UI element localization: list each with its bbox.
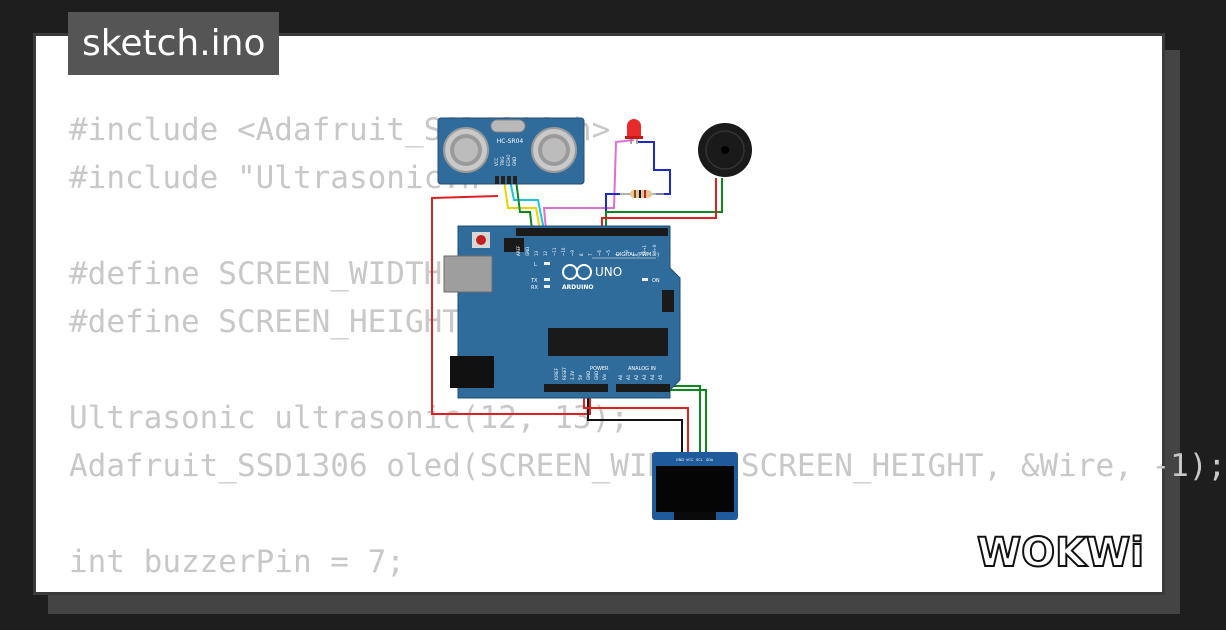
digital-header-label: DIGITAL (PWM ~) — [616, 252, 659, 258]
board-brand: ARDUINO — [562, 284, 593, 291]
svg-text:3.3V: 3.3V — [570, 371, 575, 380]
svg-text:A4: A4 — [650, 374, 655, 380]
circuit-diagram: HC-SR04 VCC TRIG ECHO GND — [431, 117, 752, 520]
on-led-label: ON — [652, 278, 660, 284]
wire-blue-led — [638, 141, 671, 195]
code-line: #define SCREEN_HEIGHT 64 — [69, 304, 517, 340]
digital-pin-labels: AREF GND 13 12 ~11 ~10 ~9 8 7 ~6 ~5 4 ~3… — [516, 244, 657, 257]
sensor-pin-label: GND — [512, 157, 517, 166]
resistor[interactable] — [620, 190, 664, 198]
wire-yellow-trig — [503, 179, 541, 231]
svg-text:SDA: SDA — [706, 458, 714, 462]
svg-text:RX←0: RX←0 — [652, 244, 657, 256]
tx-led-label: TX — [530, 278, 538, 284]
power-header-label: POWER — [590, 366, 609, 372]
wire-cyan-echo — [509, 179, 545, 231]
svg-text:AREF: AREF — [516, 245, 521, 256]
svg-text:4: 4 — [615, 253, 620, 256]
svg-text:~5: ~5 — [606, 250, 611, 256]
svg-text:8: 8 — [579, 253, 584, 256]
svg-text:A3: A3 — [642, 374, 647, 380]
wire-green-sensor-gnd — [515, 179, 533, 231]
oled-display[interactable]: GND VCC SCL SDA — [652, 452, 738, 520]
svg-text:VCC: VCC — [686, 458, 694, 462]
code-line: Ultrasonic ultrasonic(12, 13); — [69, 400, 629, 436]
svg-text:7: 7 — [588, 253, 593, 256]
svg-text:5V: 5V — [578, 374, 583, 380]
wokwi-logo[interactable]: WOKWi — [976, 528, 1152, 577]
svg-text:A2: A2 — [634, 374, 639, 380]
svg-text:GND: GND — [525, 247, 530, 256]
ultrasonic-sensor[interactable]: HC-SR04 VCC TRIG ECHO GND — [437, 117, 585, 185]
svg-text:A0: A0 — [618, 374, 623, 380]
svg-text:RESET: RESET — [562, 367, 567, 380]
svg-text:~10: ~10 — [561, 247, 566, 256]
svg-text:A5: A5 — [658, 374, 663, 380]
file-name-tab[interactable]: sketch.ino — [68, 12, 280, 75]
svg-text:~9: ~9 — [570, 250, 575, 256]
arduino-uno[interactable]: AREF GND 13 12 ~11 ~10 ~9 8 7 ~6 ~5 4 ~3… — [443, 225, 681, 399]
svg-text:2: 2 — [633, 253, 638, 256]
svg-text:Vin: Vin — [602, 373, 607, 380]
arduino-logo: UNO ARDUINO — [562, 264, 622, 291]
svg-text:GND: GND — [676, 458, 684, 462]
wokwi-logo-text: WOKWi — [977, 530, 1144, 576]
wire-red-buzzer — [601, 178, 717, 230]
wire-red-sensor-vcc — [431, 195, 591, 415]
wire-pink-led — [542, 139, 635, 231]
board-label: UNO — [595, 265, 622, 279]
analog-pin-labels: A0 A1 A2 A3 A4 A5 — [618, 374, 663, 380]
rx-led-label: RX — [531, 285, 538, 291]
svg-text:SCL: SCL — [696, 458, 703, 462]
sensor-pin-label: TRIG — [500, 156, 505, 167]
svg-text:~11: ~11 — [552, 247, 557, 256]
svg-text:~3: ~3 — [624, 250, 629, 256]
power-pin-labels: IOREF RESET 3.3V 5V GND GND Vin — [554, 367, 607, 380]
svg-text:12: 12 — [543, 250, 548, 256]
oled-pin-labels: GND VCC SCL SDA — [676, 458, 714, 462]
svg-text:13: 13 — [534, 250, 539, 256]
wire-green-oled-sda — [672, 385, 701, 454]
svg-text:~6: ~6 — [597, 250, 602, 256]
svg-text:A1: A1 — [626, 374, 631, 380]
svg-text:TX→1: TX→1 — [642, 244, 647, 257]
wire-green-buzzer — [605, 178, 723, 230]
analog-header-label: ANALOG IN — [628, 366, 656, 372]
svg-text:GND: GND — [586, 371, 591, 380]
sensor-pin-label: ECHO — [506, 155, 511, 166]
wire-green-oled-scl — [666, 389, 707, 454]
code-line: int buzzerPin = 7; — [69, 544, 405, 580]
sensor-label: HC-SR04 — [497, 138, 524, 145]
sensor-pin-label: VCC — [494, 157, 499, 166]
led[interactable] — [625, 119, 643, 144]
svg-text:IOREF: IOREF — [554, 367, 559, 380]
wires — [431, 139, 723, 454]
buzzer[interactable] — [698, 123, 752, 177]
svg-text:GND: GND — [594, 371, 599, 380]
l-led-label: L — [534, 262, 537, 268]
